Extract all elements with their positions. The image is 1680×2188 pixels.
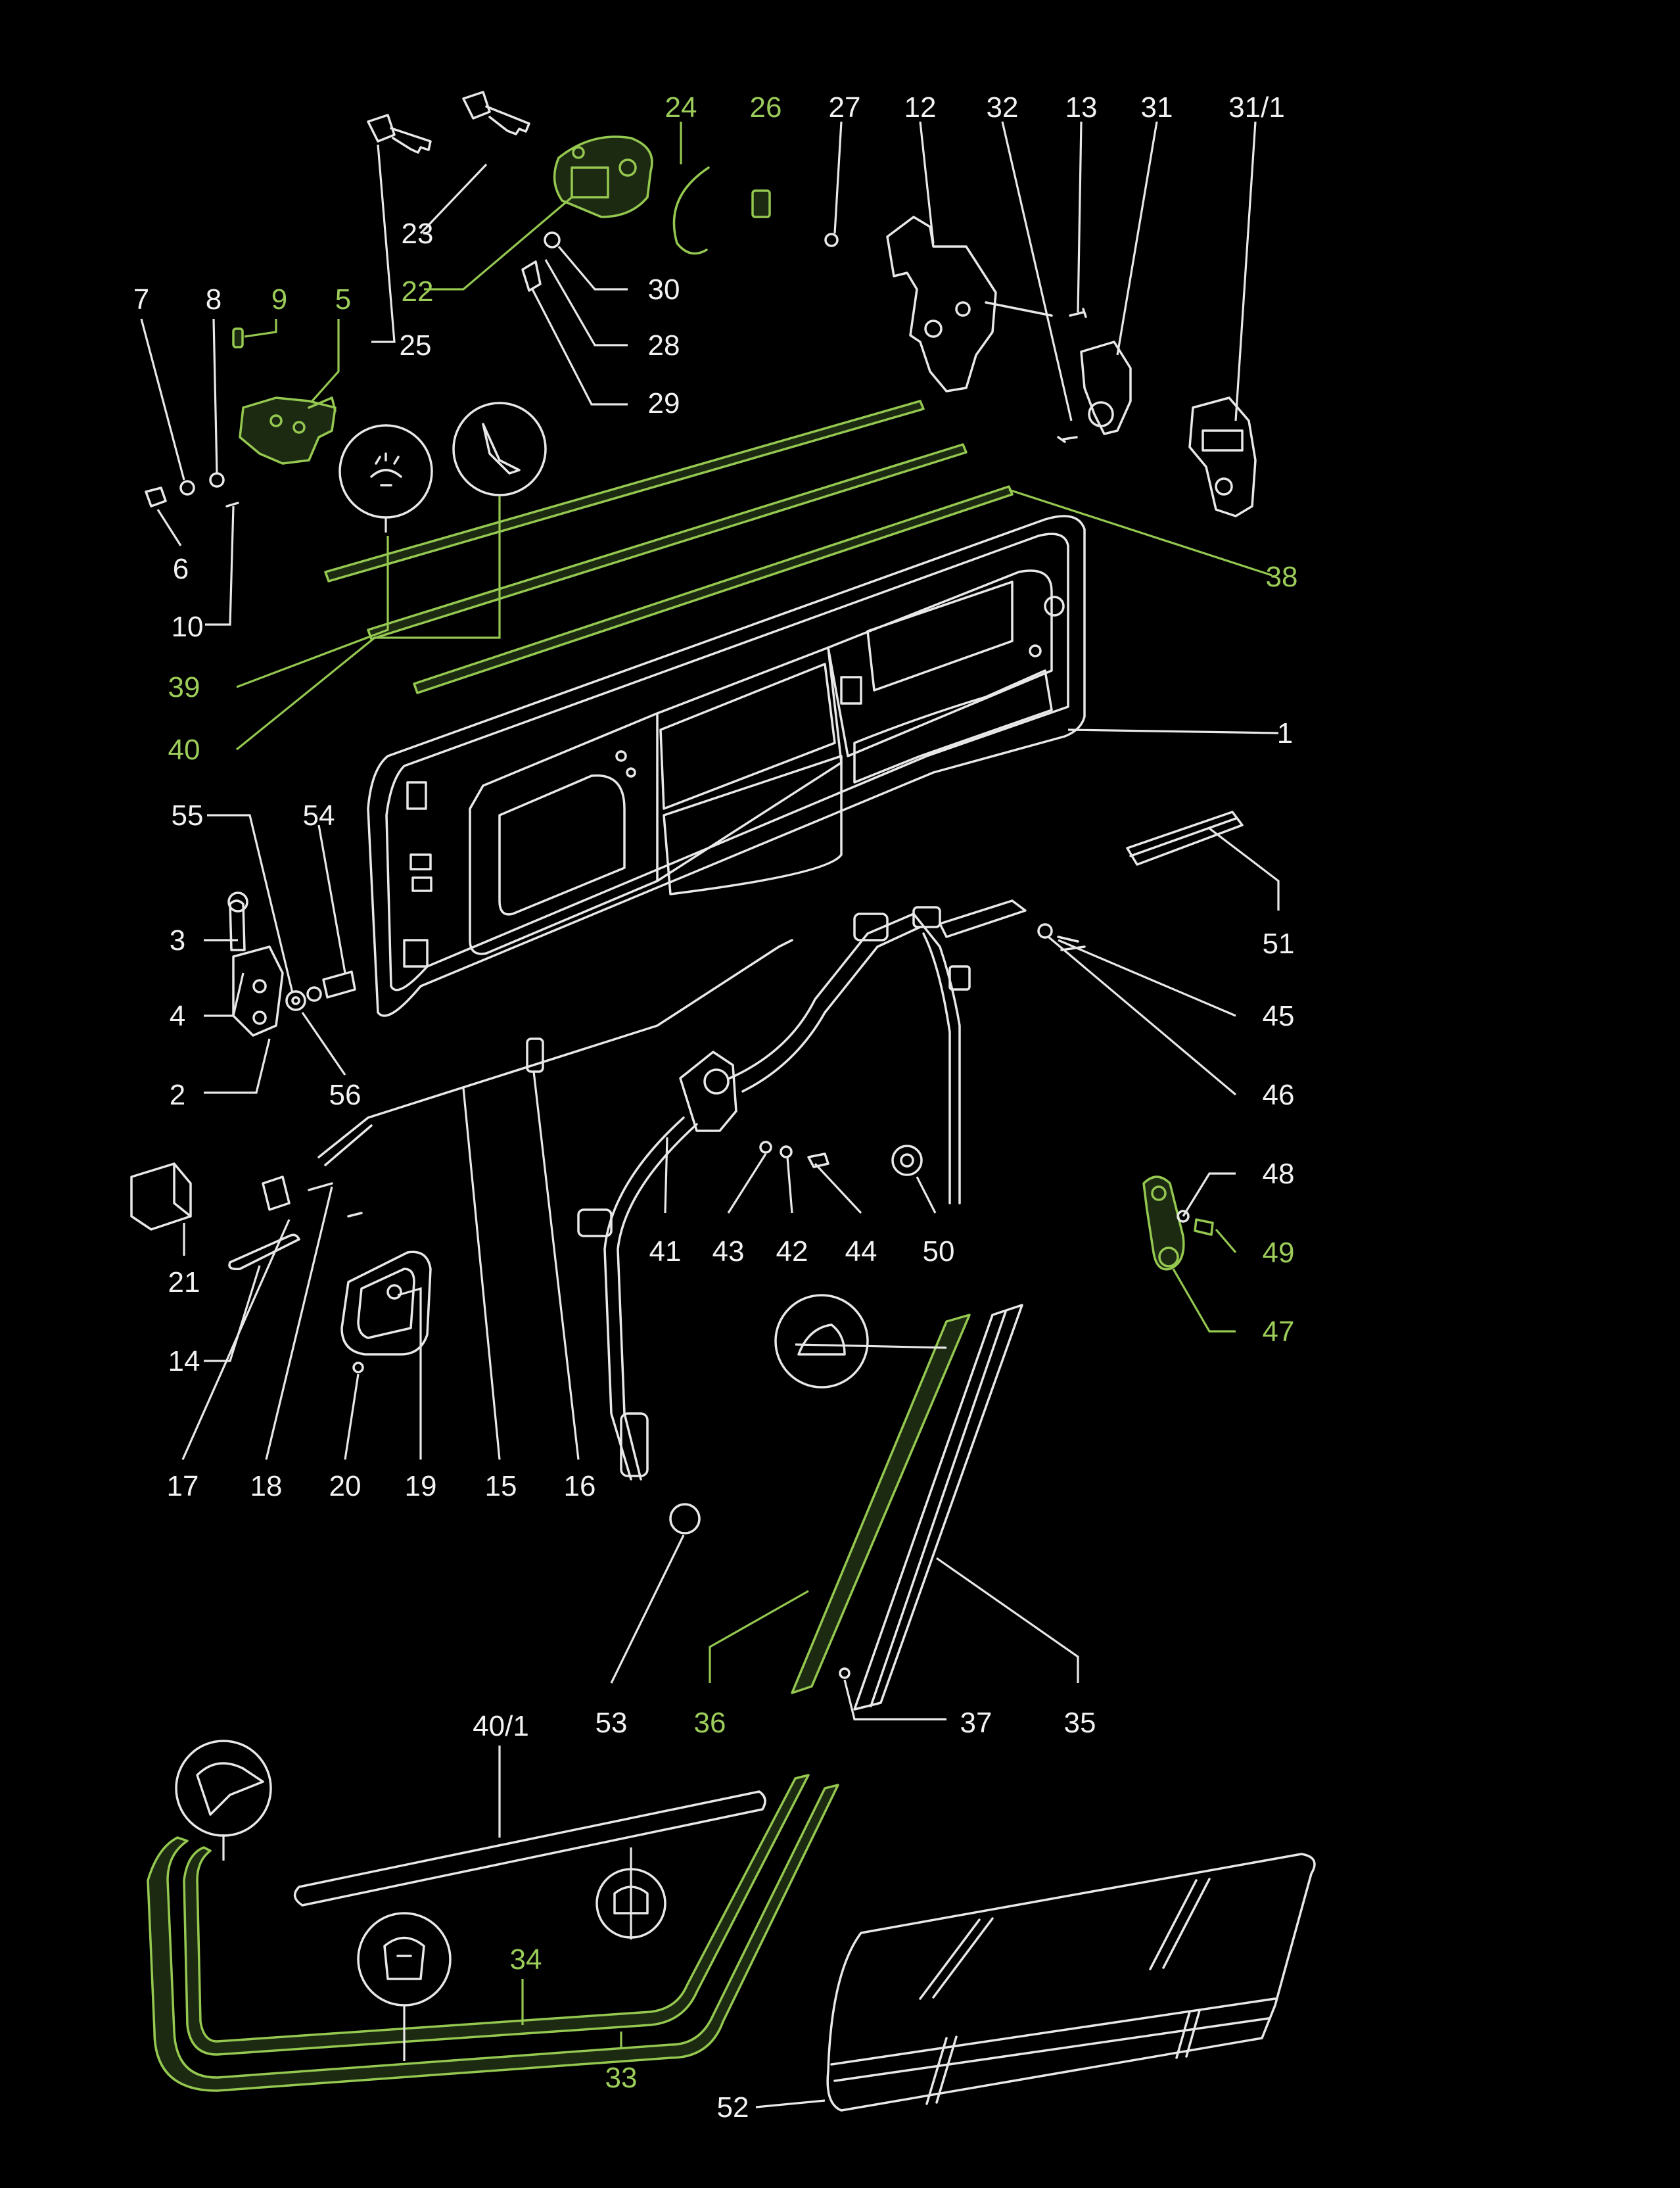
callout-49: 49 — [1263, 1237, 1295, 1269]
callout-40-1: 40/1 — [473, 1710, 529, 1742]
callout-12: 12 — [904, 91, 937, 124]
callout-13: 13 — [1065, 91, 1098, 124]
callout-35: 35 — [1064, 1707, 1096, 1739]
callout-3: 3 — [170, 924, 185, 957]
callout-26: 26 — [750, 91, 782, 124]
door-glass — [826, 1853, 1316, 2112]
callout-32: 32 — [987, 91, 1019, 124]
callout-2: 2 — [170, 1079, 185, 1111]
lock-rods — [317, 939, 793, 1166]
callout-43: 43 — [712, 1235, 745, 1268]
callout-29: 29 — [648, 387, 680, 419]
callout-1: 1 — [1277, 717, 1293, 749]
callout-6: 6 — [173, 553, 189, 585]
callout-50: 50 — [923, 1235, 955, 1268]
callout-7: 7 — [133, 283, 149, 316]
callout-34: 34 — [510, 1943, 542, 1976]
callout-4: 4 — [170, 1000, 185, 1032]
window-channel — [791, 1304, 1023, 1711]
small-fasteners-top — [521, 231, 1087, 443]
callout-37: 37 — [960, 1707, 992, 1739]
callout-15: 15 — [485, 1470, 517, 1502]
callout-38: 38 — [1266, 561, 1298, 593]
callout-17: 17 — [167, 1470, 199, 1502]
striker — [1080, 341, 1132, 435]
callout-56: 56 — [329, 1079, 362, 1111]
handle-escutcheon — [340, 1250, 432, 1373]
callout-21: 21 — [168, 1266, 200, 1298]
door-seal — [147, 1774, 839, 2092]
callout-45: 45 — [1263, 1000, 1295, 1032]
callout-10: 10 — [172, 611, 204, 643]
callout-20: 20 — [329, 1470, 362, 1502]
guide-rail — [1126, 811, 1244, 866]
keys — [367, 91, 530, 154]
washer-7 — [179, 480, 195, 496]
leader-lines — [140, 121, 1280, 2108]
callout-33: 33 — [605, 2062, 638, 2094]
screw-6 — [145, 487, 167, 508]
callout-28: 28 — [648, 329, 680, 362]
pin-9 — [232, 327, 244, 348]
callout-36: 36 — [694, 1707, 726, 1739]
callout-30: 30 — [648, 274, 680, 306]
callout-22: 22 — [402, 275, 434, 308]
callout-16: 16 — [564, 1470, 596, 1502]
seal-arc-24 — [672, 166, 710, 255]
callout-18: 18 — [250, 1470, 283, 1502]
callout-55: 55 — [172, 799, 204, 832]
door-shell — [367, 515, 1086, 1017]
callout-48: 48 — [1263, 1158, 1295, 1190]
strip-40-1 — [293, 1790, 766, 1907]
callout-19: 19 — [405, 1470, 437, 1502]
callout-51: 51 — [1263, 928, 1295, 960]
callout-25: 25 — [400, 329, 432, 362]
hinge-assembly — [227, 892, 356, 1037]
window-crank — [1142, 1176, 1214, 1271]
callout-42: 42 — [776, 1235, 808, 1268]
callout-52: 52 — [717, 2091, 749, 2124]
callout-54: 54 — [303, 799, 335, 832]
callout-40: 40 — [168, 734, 200, 766]
callout-41: 41 — [649, 1235, 682, 1268]
clip-26 — [751, 189, 771, 218]
callout-5: 5 — [335, 283, 351, 316]
callout-8: 8 — [206, 283, 222, 316]
callout-44: 44 — [845, 1235, 877, 1268]
lock-cylinder — [553, 135, 653, 218]
callout-46: 46 — [1263, 1079, 1295, 1111]
striker-plate — [1188, 396, 1257, 517]
callout-47: 47 — [1263, 1316, 1295, 1348]
window-regulator — [577, 899, 1086, 1481]
callout-24: 24 — [665, 91, 697, 124]
callout-39: 39 — [168, 671, 200, 703]
bumper-21 — [130, 1162, 192, 1231]
cable-end-53 — [669, 1503, 701, 1534]
callout-53: 53 — [595, 1707, 628, 1739]
callout-9: 9 — [271, 283, 287, 316]
callout-31-1: 31/1 — [1228, 91, 1285, 124]
callout-31: 31 — [1141, 91, 1173, 124]
callout-14: 14 — [168, 1345, 200, 1377]
lock-mechanism — [239, 396, 337, 465]
callout-27: 27 — [829, 91, 861, 124]
pin-10 — [225, 502, 239, 508]
inner-handle — [228, 1176, 363, 1271]
callout-23: 23 — [402, 218, 434, 250]
